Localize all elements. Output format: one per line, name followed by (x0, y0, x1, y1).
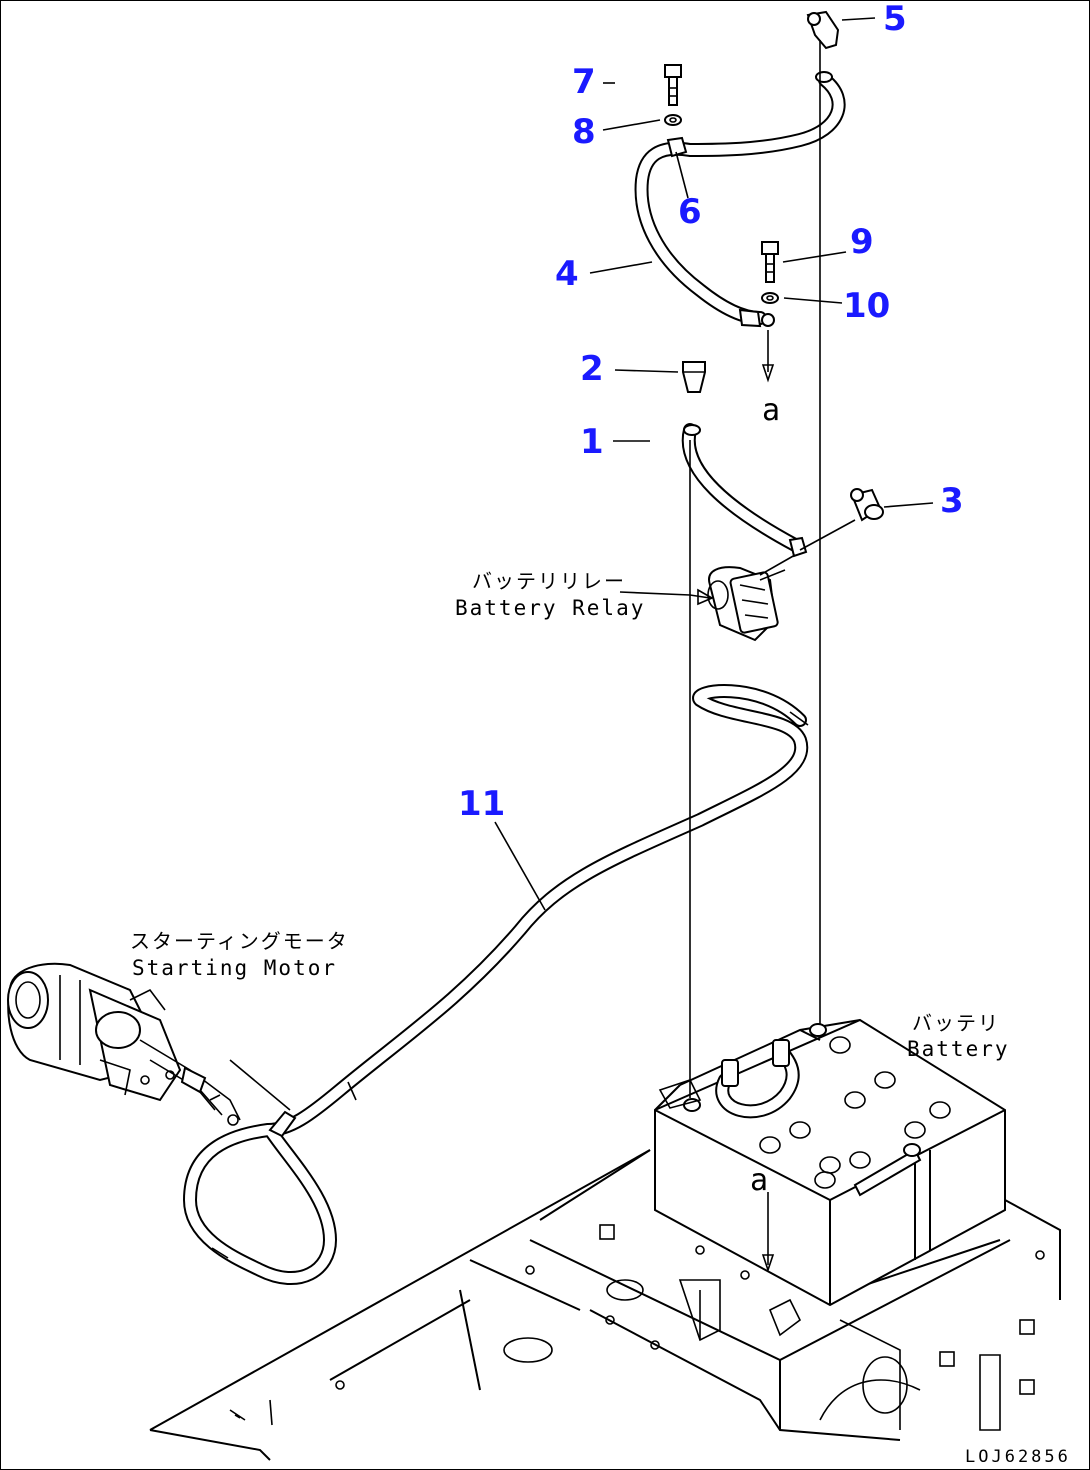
leader-lines (229, 17, 934, 1111)
battery-relay-en-label: Battery Relay (455, 596, 645, 620)
callout-7: 7 (572, 62, 596, 102)
callout-1: 1 (580, 422, 604, 462)
battery (654, 1018, 1006, 1307)
callouts: 5 7 8 6 9 4 10 2 1 3 11 (458, 0, 964, 824)
callout-3: 3 (940, 481, 964, 521)
drawing-code: LOJ62856 (965, 1447, 1071, 1467)
cable-4 (634, 71, 846, 328)
chassis-frame (149, 1149, 1061, 1461)
battery-relay (707, 566, 786, 642)
assembly-lines (689, 40, 821, 1273)
labels: a a バッテリリレー Battery Relay スターティングモータ Sta… (130, 393, 1071, 1467)
callout-5: 5 (883, 0, 907, 39)
battery-relay-jp-label: バッテリリレー (472, 569, 626, 593)
starting-motor-jp-label: スターティングモータ (130, 929, 349, 953)
battery-en-label: Battery (907, 1037, 1010, 1061)
starting-motor-en-label: Starting Motor (132, 956, 337, 980)
bolt-7 (664, 64, 682, 106)
callout-9: 9 (850, 222, 874, 262)
callout-8: 8 (572, 112, 596, 152)
cable-1 (681, 423, 856, 576)
callout-2: 2 (580, 349, 604, 389)
callout-4: 4 (555, 254, 579, 294)
callout-10: 10 (843, 286, 890, 326)
callout-6: 6 (678, 192, 702, 232)
battery-jp-label: バッテリ (912, 1011, 1000, 1035)
washer-8 (664, 114, 682, 126)
starting-motor (7, 962, 241, 1126)
washer-10 (761, 292, 779, 304)
bolt-9 (761, 241, 779, 283)
cable-11 (183, 684, 809, 1286)
callout-11: 11 (458, 784, 505, 824)
part-3-cap (850, 488, 884, 522)
ref-a-top: a (762, 393, 780, 428)
ref-a-bottom: a (750, 1163, 768, 1198)
part-5-cap (806, 10, 840, 50)
part-2-cap (682, 361, 706, 393)
